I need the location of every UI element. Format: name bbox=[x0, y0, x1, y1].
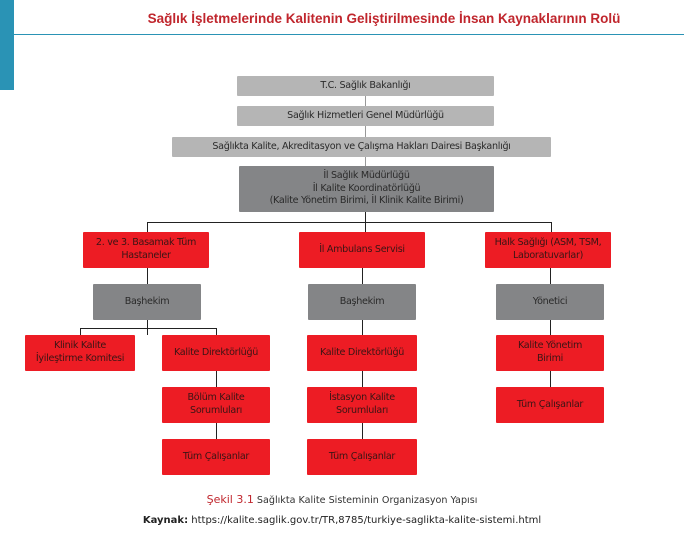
connector bbox=[551, 222, 552, 232]
connector bbox=[80, 328, 81, 335]
connector bbox=[147, 222, 552, 223]
connector bbox=[147, 222, 148, 232]
org-label: (Kalite Yönetim Birimi, İl Klinik Kalite… bbox=[269, 195, 464, 207]
org-public-health: Halk Sağlığı (ASM, TSM,Laboratuvarlar) bbox=[485, 232, 611, 268]
org-label: Birimi bbox=[536, 353, 564, 364]
org-label: Yönetici bbox=[532, 295, 568, 307]
org-label: İstasyon Kalite bbox=[329, 392, 395, 404]
org-label: Sağlıkta Kalite, Akreditasyon ve Çalışma… bbox=[212, 140, 511, 152]
org-chief-physician: Başhekim bbox=[308, 284, 416, 320]
connector bbox=[80, 328, 217, 329]
header-divider bbox=[14, 34, 684, 35]
org-all-staff: Tüm Çalışanlar bbox=[307, 439, 417, 475]
connector bbox=[365, 96, 366, 166]
org-chief-physician: Başhekim bbox=[93, 284, 201, 320]
sidebar-accent bbox=[0, 0, 14, 90]
org-ministry: T.C. Sağlık Bakanlığı bbox=[237, 76, 494, 96]
org-label: Tüm Çalışanlar bbox=[328, 450, 396, 462]
org-label: İl Ambulans Servisi bbox=[319, 243, 405, 255]
org-ambulance: İl Ambulans Servisi bbox=[299, 232, 425, 268]
figure-number: Şekil 3.1 bbox=[206, 493, 254, 506]
org-label: Hastaneler bbox=[121, 250, 171, 261]
org-quality-directorate: Kalite Direktörlüğü bbox=[307, 335, 417, 371]
org-label: Kalite Direktörlüğü bbox=[173, 346, 259, 358]
org-province: İl Sağlık Müdürlüğü İl Kalite Koordinatö… bbox=[239, 166, 494, 212]
org-label: Tüm Çalışanlar bbox=[516, 398, 584, 410]
org-label: 2. ve 3. Basamak Tüm bbox=[95, 237, 197, 249]
org-label: Sağlık Hizmetleri Genel Müdürlüğü bbox=[287, 109, 444, 121]
org-label: T.C. Sağlık Bakanlığı bbox=[320, 79, 411, 91]
org-label: Tüm Çalışanlar bbox=[182, 450, 250, 462]
org-label: Başhekim bbox=[124, 295, 170, 307]
org-label: İyileştirme Komitesi bbox=[35, 353, 125, 364]
org-label: Halk Sağlığı (ASM, TSM, bbox=[494, 237, 602, 249]
org-manager: Yönetici bbox=[496, 284, 604, 320]
org-label: Başhekim bbox=[339, 295, 385, 307]
org-all-staff: Tüm Çalışanlar bbox=[496, 387, 604, 423]
org-label: Sorumluları bbox=[190, 405, 242, 416]
source-label: Kaynak: bbox=[142, 515, 189, 526]
org-all-staff: Tüm Çalışanlar bbox=[162, 439, 270, 475]
org-label: Kalite Direktörlüğü bbox=[319, 346, 405, 358]
org-label: İl Kalite Koordinatörlüğü bbox=[312, 182, 421, 194]
org-label: İl Sağlık Müdürlüğü bbox=[323, 169, 410, 181]
figure-caption-text: Sağlıkta Kalite Sisteminin Organizasyon … bbox=[256, 495, 478, 506]
org-quality-directorate: Kalite Direktörlüğü bbox=[162, 335, 270, 371]
source-url: https://kalite.saglik.gov.tr/TR,8785/tur… bbox=[191, 515, 542, 526]
org-label: Klinik Kalite bbox=[53, 340, 107, 352]
page-title: Sağlık İşletmelerinde Kalitenin Geliştir… bbox=[147, 11, 621, 26]
org-directorate: Sağlık Hizmetleri Genel Müdürlüğü bbox=[237, 106, 494, 126]
org-label: Laboratuvarlar) bbox=[512, 250, 584, 261]
org-label: Kalite Yönetim bbox=[517, 340, 583, 352]
org-department: Sağlıkta Kalite, Akreditasyon ve Çalışma… bbox=[172, 137, 551, 157]
figure-caption: Şekil 3.1 Sağlıkta Kalite Sisteminin Org… bbox=[0, 493, 684, 506]
org-label: Bölüm Kalite bbox=[187, 392, 245, 404]
figure-source: Kaynak: https://kalite.saglik.gov.tr/TR,… bbox=[0, 515, 684, 526]
org-label: Sorumluları bbox=[336, 405, 388, 416]
